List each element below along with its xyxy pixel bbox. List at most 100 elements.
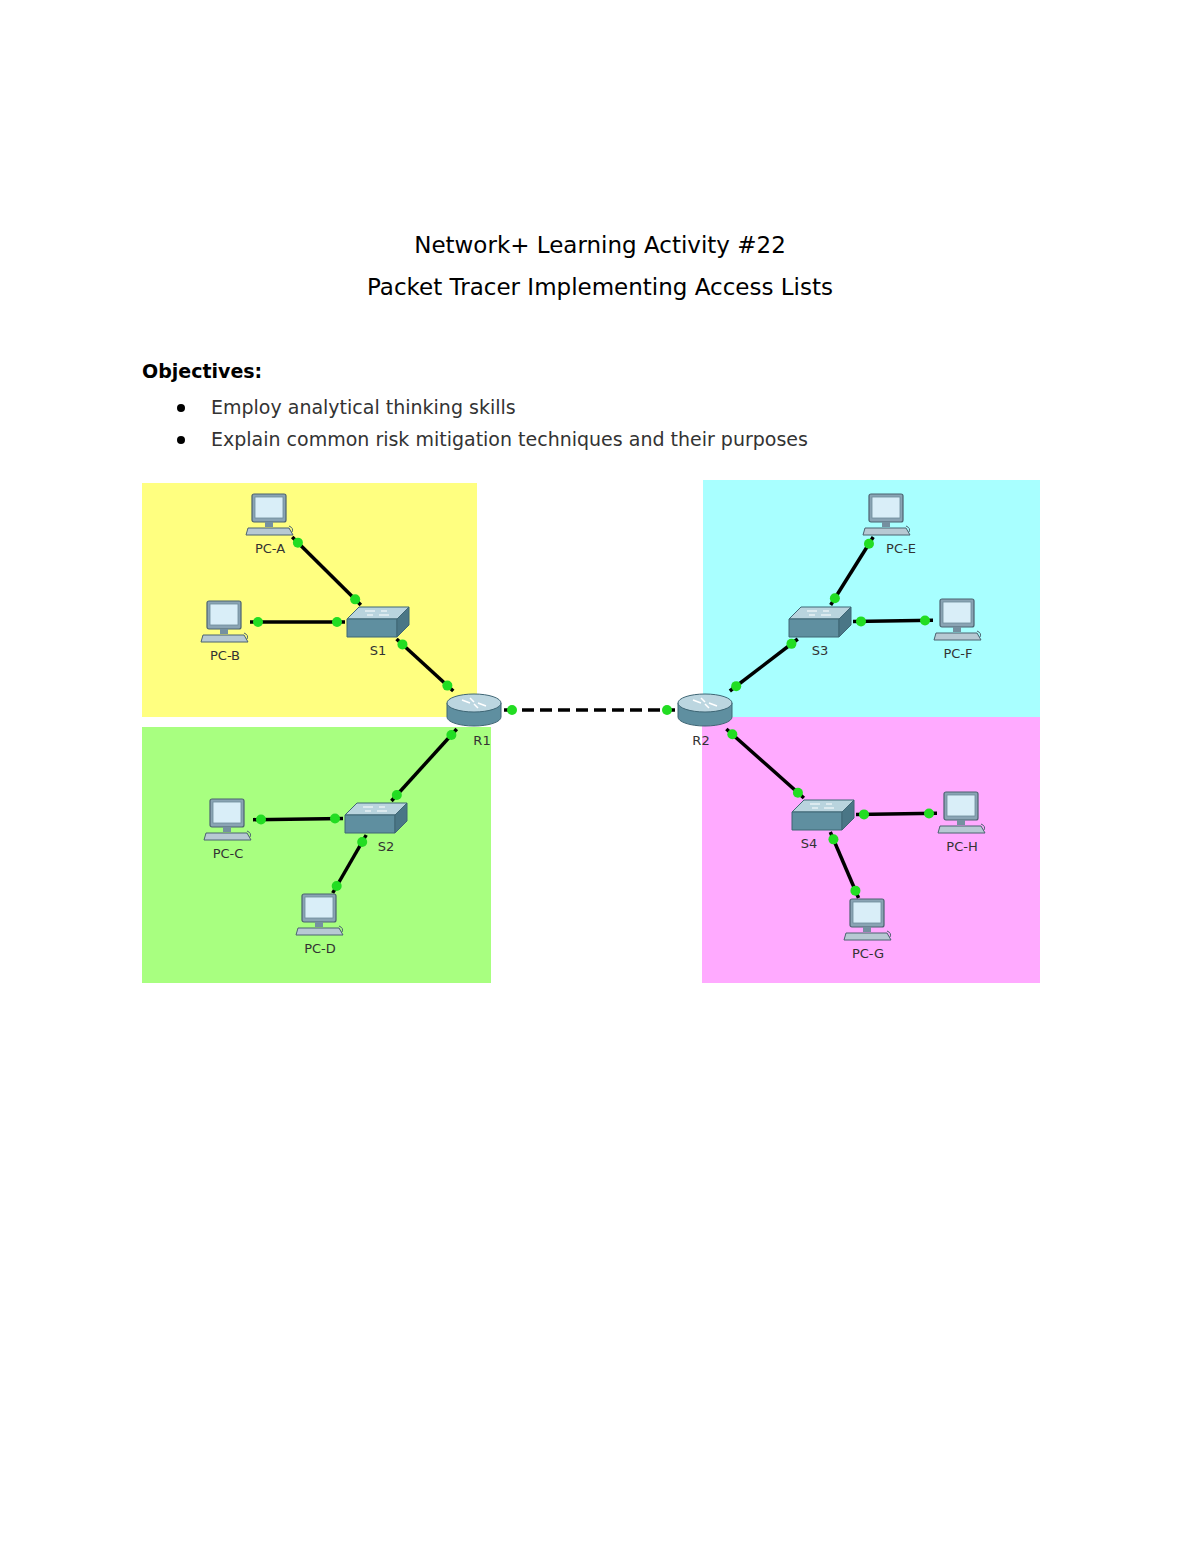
stand <box>223 827 231 832</box>
keyboard <box>296 928 343 935</box>
device-icon <box>200 600 250 644</box>
bullet <box>177 436 185 444</box>
router-arrows <box>462 698 486 708</box>
device-label: PC-E <box>886 541 916 556</box>
section-heading: Objectives: <box>142 360 262 382</box>
green-zone <box>142 727 491 983</box>
ethernet-link <box>726 729 804 798</box>
link-line <box>253 818 343 819</box>
mouse-cable <box>247 831 251 837</box>
link-line <box>730 639 798 691</box>
device-label: R1 <box>473 733 490 748</box>
link-light <box>727 729 737 739</box>
link-line <box>831 537 874 605</box>
ethernet-link <box>830 537 874 605</box>
mouse-cable <box>981 824 985 830</box>
switch-device: S1 <box>345 605 411 639</box>
switch-device: S3 <box>787 605 853 639</box>
stand <box>957 820 965 825</box>
mouse-cable <box>906 526 910 532</box>
switch-side <box>842 800 854 830</box>
device-icon <box>345 605 411 639</box>
switch-arrows <box>365 611 389 615</box>
switch-side <box>839 607 851 637</box>
link-light <box>357 837 367 847</box>
link-line <box>726 729 804 798</box>
link-light <box>256 815 266 825</box>
switch-front <box>792 812 842 830</box>
ethernet-link <box>730 639 798 691</box>
device-label: PC-A <box>255 541 285 556</box>
router-arrows <box>693 698 717 708</box>
pc-device: PC-E <box>862 493 912 537</box>
device-icon <box>444 691 504 729</box>
link-light <box>856 616 866 626</box>
switch-front <box>345 815 395 833</box>
device-label: S3 <box>812 643 829 658</box>
device-label: PC-D <box>304 941 336 956</box>
device-label: PC-C <box>213 846 244 861</box>
device-icon <box>790 798 856 832</box>
monitor <box>944 792 978 820</box>
device-icon <box>843 898 893 942</box>
switch-front <box>789 619 839 637</box>
link-line <box>250 620 345 624</box>
router-device: R2 <box>675 691 735 729</box>
pc-device: PC-F <box>933 598 983 642</box>
ethernet-link <box>292 537 361 605</box>
screen <box>853 902 881 923</box>
link-light <box>392 790 402 800</box>
cyan-zone <box>703 480 1040 717</box>
pink-zone <box>702 717 1040 983</box>
device-icon <box>295 893 345 937</box>
device-icon <box>787 605 853 639</box>
link-light <box>662 705 672 715</box>
serial-link <box>504 705 675 715</box>
keyboard <box>938 826 985 833</box>
stand <box>882 522 890 527</box>
switch-arrows <box>363 807 387 811</box>
device-label: PC-H <box>946 839 977 854</box>
pc-device: PC-A <box>245 493 295 537</box>
link-line <box>397 639 454 691</box>
link-light <box>293 538 303 548</box>
monitor <box>850 899 884 927</box>
monitor <box>210 799 244 827</box>
screen <box>943 602 971 623</box>
page-subtitle: Packet Tracer Implementing Access Lists <box>0 274 1200 300</box>
link-line <box>504 708 675 712</box>
device-label: R2 <box>692 733 709 748</box>
keyboard <box>201 635 248 642</box>
stand <box>265 522 273 527</box>
device-icon <box>675 691 735 729</box>
page-title: Network+ Learning Activity #22 <box>0 232 1200 258</box>
link-light <box>859 809 869 819</box>
link-light <box>828 834 838 844</box>
device-label: PC-F <box>943 646 972 661</box>
link-light <box>924 808 934 818</box>
yellow-zone <box>142 483 477 717</box>
link-light <box>786 639 796 649</box>
link-light <box>253 617 263 627</box>
screen <box>872 497 900 518</box>
bullet-text: Explain common risk mitigation technique… <box>211 428 808 450</box>
device-icon <box>245 493 295 537</box>
router-top <box>447 694 501 712</box>
link-light <box>332 881 342 891</box>
bullet-text: Employ analytical thinking skills <box>211 396 516 418</box>
monitor <box>940 599 974 627</box>
link-light <box>446 730 456 740</box>
device-icon <box>937 791 987 835</box>
switch-side <box>397 607 409 637</box>
mouse-cable <box>977 631 981 637</box>
switch-device: S2 <box>343 801 409 835</box>
keyboard <box>246 528 293 535</box>
ethernet-link <box>250 617 345 627</box>
mouse-cable <box>289 526 293 532</box>
link-light <box>793 788 803 798</box>
keyboard <box>844 933 891 940</box>
switch-arrows <box>807 611 831 615</box>
device-icon <box>862 493 912 537</box>
monitor <box>869 494 903 522</box>
pc-device: PC-B <box>200 600 250 644</box>
